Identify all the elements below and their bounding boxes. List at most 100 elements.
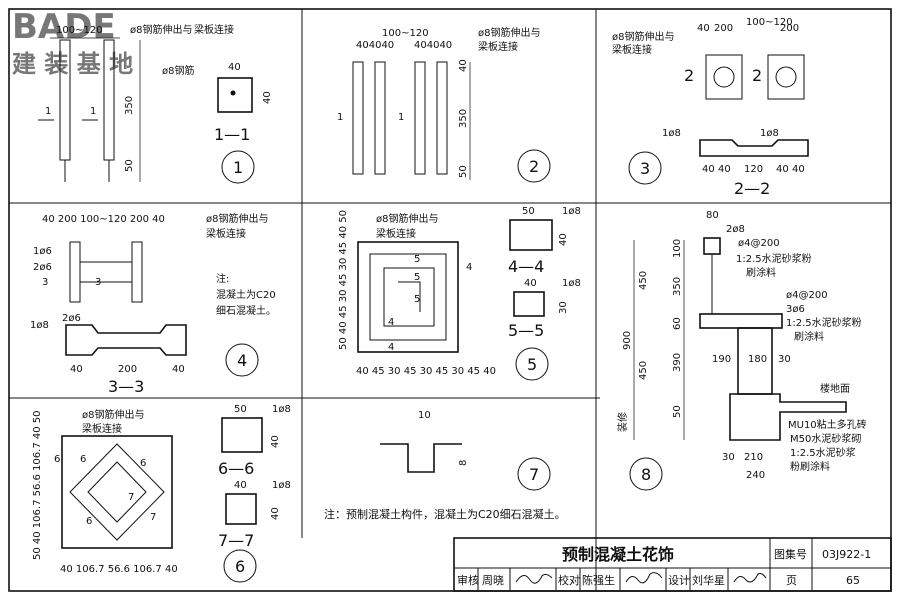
dim-450-8a: 450 bbox=[638, 271, 649, 290]
detail-no-2: 2 bbox=[529, 157, 539, 176]
detail-no-6: 6 bbox=[235, 557, 245, 576]
detail-circle-6 bbox=[223, 549, 257, 583]
wall-base bbox=[729, 393, 847, 441]
atlas-label: 图集号 bbox=[774, 547, 807, 561]
dim-30-5: 30 bbox=[558, 301, 569, 314]
dim-40-5: 40 bbox=[558, 233, 569, 246]
side-label-8: 装修 bbox=[616, 412, 629, 432]
dim-top-4: 40 200 100~120 200 40 bbox=[42, 214, 165, 225]
dim-40-3e: 40 bbox=[776, 164, 789, 175]
rebar-note-1: ø8钢筋伸出与 bbox=[130, 23, 192, 36]
dim-100-8: 100 bbox=[672, 239, 683, 258]
rebar-note-2b: 梁板连接 bbox=[478, 40, 518, 53]
rebar-3-right: 1ø8 bbox=[760, 128, 779, 139]
cut-5a: 5 bbox=[414, 254, 420, 265]
dim-40-6: 40 bbox=[270, 435, 281, 448]
cut-5b: 5 bbox=[414, 272, 420, 283]
rebar-note-3: ø8钢筋伸出与 bbox=[612, 30, 674, 43]
section-label-6-6: 6—6 bbox=[218, 459, 254, 478]
detail-circle-7 bbox=[517, 457, 551, 491]
note-2-4: 细石混凝土。 bbox=[216, 304, 276, 317]
coping-block bbox=[703, 237, 721, 255]
page-no: 65 bbox=[846, 574, 860, 587]
brick-8: MU10粘土多孔砖 bbox=[788, 418, 867, 431]
dim-8-7: 8 bbox=[458, 460, 469, 466]
detail-no-5: 5 bbox=[527, 355, 537, 374]
dim-10-7: 10 bbox=[418, 410, 431, 421]
detail-no-8: 8 bbox=[641, 465, 651, 484]
cut-7b: 7 bbox=[150, 512, 156, 523]
dim-350: 350 bbox=[124, 96, 135, 115]
cut-mark-1b: 1 bbox=[90, 106, 96, 117]
dim-350-2: 350 bbox=[458, 109, 469, 128]
title-block-frame bbox=[453, 537, 892, 592]
design-label: 设计 bbox=[668, 574, 690, 587]
cut-mark-1: 1 bbox=[45, 106, 51, 117]
dim-50-5: 50 bbox=[522, 206, 535, 217]
rebar-4c: 1ø8 bbox=[30, 320, 49, 331]
dim-40-3d: 40 bbox=[718, 164, 731, 175]
cut-4a: 4 bbox=[388, 317, 394, 328]
rebar-note-5b: 梁板连接 bbox=[376, 227, 416, 240]
watermark-cn: 建 装 基 地 bbox=[12, 50, 133, 78]
cut-4c: 4 bbox=[388, 342, 394, 353]
section-1-1 bbox=[217, 77, 253, 113]
detail-circle-8 bbox=[629, 457, 663, 491]
cut-mark-3b: 2 bbox=[752, 66, 762, 85]
detail-no-1: 1 bbox=[233, 158, 243, 177]
section-3-3 bbox=[65, 324, 187, 356]
cut-6b: 6 bbox=[80, 454, 86, 465]
slat bbox=[436, 61, 448, 175]
slat bbox=[374, 61, 386, 175]
rebar-note-3b: 梁板连接 bbox=[612, 43, 652, 56]
section-2-2 bbox=[699, 139, 809, 157]
dim-60-8: 60 bbox=[672, 317, 683, 330]
rebar-note-4: ø8钢筋伸出与 bbox=[206, 212, 268, 225]
diamond-frame bbox=[61, 435, 173, 549]
panel-2: 100~120 404040 404040 ø8钢筋伸出与 梁板连接 1 1 4… bbox=[337, 26, 551, 183]
section-label-5-5: 5—5 bbox=[508, 321, 544, 340]
sill-slab bbox=[699, 313, 783, 329]
detail-no-3: 3 bbox=[640, 159, 650, 178]
page-label: 页 bbox=[786, 574, 797, 587]
designer-signature bbox=[733, 573, 767, 583]
dim-200-3: 200 bbox=[714, 23, 733, 34]
note-1-4: 混凝土为C20 bbox=[216, 288, 276, 301]
section-label-3: 2—2 bbox=[734, 179, 770, 198]
dims-left-5: 50 40 45 30 45 30 45 40 50 bbox=[338, 210, 349, 350]
detail-circle-2 bbox=[517, 149, 551, 183]
panel-7: 10 8 7 注：预制混凝土构件，混凝土为C20细石混凝土。 bbox=[324, 410, 566, 521]
cut-mark-3: 2 bbox=[684, 66, 694, 85]
dim-190-8: 190 bbox=[712, 354, 731, 365]
dim-180-8: 180 bbox=[748, 354, 767, 365]
dims-left-6: 50 40 106.7 56.6 106.7 40 50 bbox=[32, 411, 43, 561]
groove-profile bbox=[380, 443, 462, 473]
section-6-6 bbox=[221, 417, 263, 453]
panel-3: ø8钢筋伸出与 梁板连接 40 200 100~120 200 2 2 1ø8 … bbox=[612, 17, 809, 198]
detail-no-4: 4 bbox=[237, 351, 247, 370]
dim-right-2: 404040 bbox=[414, 40, 452, 51]
rebar-label-1: ø8钢筋 bbox=[162, 64, 194, 77]
rebar-4a: 1ø6 bbox=[33, 246, 52, 257]
frame-left bbox=[705, 54, 743, 100]
dim-80-8: 80 bbox=[706, 210, 719, 221]
panel-5: ø8钢筋伸出与 梁板连接 5 5 5 4 4 4 50 40 45 30 45 … bbox=[338, 206, 581, 381]
dim-40-1: 40 bbox=[228, 62, 241, 73]
dim-50-6: 50 bbox=[234, 404, 247, 415]
dim-40-side: 40 bbox=[262, 91, 273, 104]
panel-1: 100~120 ø8钢筋伸出与 梁板连接 1 1 350 50 ø8钢筋 40 … bbox=[38, 23, 273, 184]
dims-bottom-5: 40 45 30 45 30 45 30 45 40 bbox=[356, 366, 496, 377]
detail-circle-1 bbox=[221, 150, 255, 184]
panel-8: 80 2ø8 ø4@200 1:2.5水泥砂浆粉 刷涂料 ø4@200 3ø6 … bbox=[616, 210, 867, 491]
dim-200-4: 200 bbox=[118, 364, 137, 375]
footer-note: 注：预制混凝土构件，混凝土为C20细石混凝土。 bbox=[324, 507, 566, 521]
section-label-1: 1—1 bbox=[214, 125, 250, 144]
rebar-3-left: 1ø8 bbox=[662, 128, 681, 139]
rebar-note-6: ø8钢筋伸出与 bbox=[82, 408, 144, 421]
rebar-8a: 2ø8 bbox=[726, 224, 745, 235]
dim-top-2: 100~120 bbox=[382, 28, 429, 39]
dim-50-2: 50 bbox=[458, 165, 469, 178]
lattice-pattern bbox=[369, 253, 447, 341]
check-label: 校对 bbox=[558, 573, 580, 587]
